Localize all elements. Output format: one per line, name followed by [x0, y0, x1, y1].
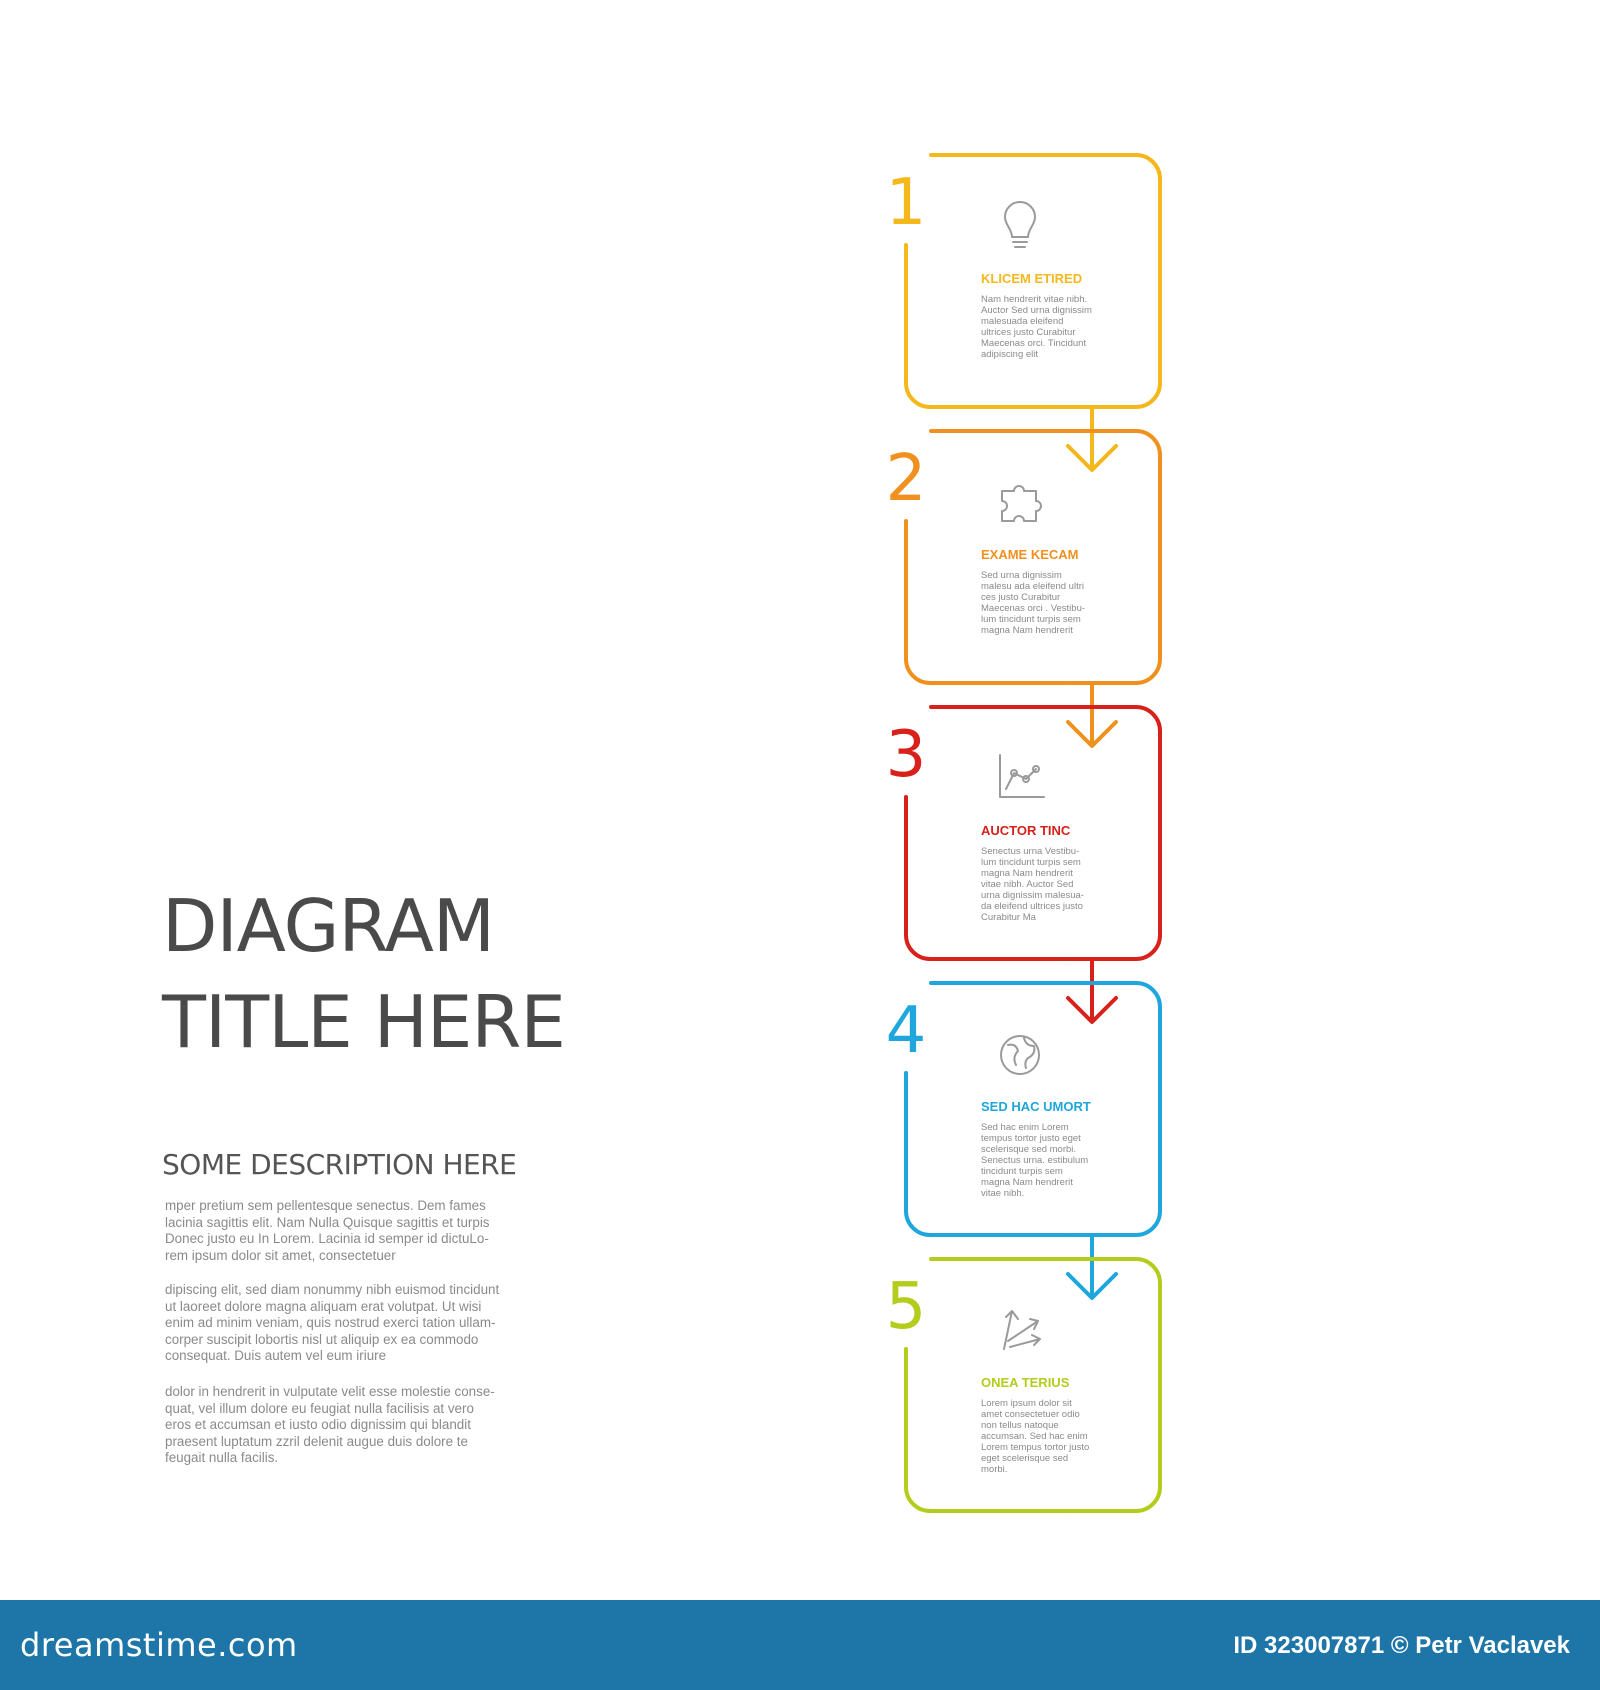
connector-arrow: [1065, 681, 1118, 748]
step-box-outline: [904, 981, 1162, 1237]
description-paragraph-2: dipiscing elit, sed diam nonummy nibh eu…: [165, 1282, 525, 1365]
step-body-line: malesu ada eleifend ultri: [981, 581, 1084, 592]
paragraph-line: quat, vel illum dolore eu feugiat nulla …: [165, 1400, 474, 1416]
paragraph-line: Donec justo eu In Lorem. Lacinia id semp…: [165, 1231, 489, 1246]
step-body-line: non tellus natoque: [981, 1420, 1059, 1431]
step-box-outline: [904, 1257, 1162, 1513]
paragraph-line: enim ad minim veniam, quis nostrud exerc…: [165, 1315, 496, 1330]
step-title: SED HAC UMORT: [981, 1099, 1091, 1114]
description-paragraph-3: dolor in hendrerit in vulputate velit es…: [165, 1384, 525, 1467]
step-body-line: amet consectetuer odio: [981, 1409, 1080, 1420]
step-body-line: da eleifend ultrices justo: [981, 901, 1083, 912]
arrows-icon: [1003, 1310, 1041, 1350]
step-body-line: tempus tortor justo eget: [981, 1133, 1081, 1144]
paragraph-line: lacinia sagittis elit. Nam Nulla Quisque…: [165, 1214, 490, 1230]
step-body-line: accumsan. Sed hac enim: [981, 1431, 1088, 1442]
paragraph-line: mper pretium sem pellentesque senectus. …: [165, 1198, 486, 1213]
paragraph-line: eros et accumsan et iusto odio dignissim…: [165, 1417, 471, 1432]
step-body-line: scelerisque sed morbi.: [981, 1144, 1076, 1155]
step-body-line: Senectus urna Vestibu-: [981, 846, 1079, 857]
paragraph-line: corper suscipit lobortis nisl ut aliquip…: [165, 1331, 479, 1347]
step-body-line: vitae nibh.: [981, 1188, 1024, 1199]
step-body-line: eget scelerisque sed: [981, 1453, 1068, 1464]
paragraph-line: dolor in hendrerit in vulputate velit es…: [165, 1384, 495, 1399]
title-line-2: TITLE HERE: [162, 980, 566, 1064]
step-body-line: morbi.: [981, 1464, 1007, 1475]
step-box-outline: [904, 153, 1162, 409]
chart-icon: [999, 754, 1045, 798]
step-body-line: magna Nam hendrerit: [981, 625, 1073, 636]
step-body-line: Lorem ipsum dolor sit: [981, 1398, 1072, 1409]
step-body-line: adipiscing elit: [981, 349, 1038, 360]
connector-arrow: [1065, 1233, 1118, 1300]
paragraph-line: consequat. Duis autem vel eum iriure: [165, 1348, 387, 1363]
connector-arrow: [1065, 405, 1118, 472]
step-body-line: magna Nam hendrerit: [981, 868, 1073, 879]
paragraph-line: praesent luptatum zzril delenit augue du…: [165, 1433, 468, 1449]
step-number: 4: [886, 994, 927, 1068]
step-body-line: Curabitur Ma: [981, 912, 1037, 923]
diagram-title: DIAGRAM TITLE HERE: [162, 878, 682, 1070]
step-body-line: vitae nibh. Auctor Sed: [981, 879, 1073, 890]
step-body-line: Maecenas orci. Tincidunt: [981, 338, 1086, 349]
lightbulb-icon: [1004, 201, 1036, 248]
description-paragraph-1: mper pretium sem pellentesque senectus. …: [165, 1198, 525, 1264]
step-body-line: Nam hendrerit vitae nibh.: [981, 294, 1087, 305]
footer-bar: dreamstime.com ID 323007871 © Petr Vacla…: [0, 1600, 1600, 1690]
step-body-line: lum tincidunt turpis sem: [981, 857, 1081, 868]
step-box-outline: [904, 429, 1162, 685]
step-number: 3: [886, 718, 927, 792]
step-body-line: magna Nam hendrerit: [981, 1177, 1073, 1188]
step-title: AUCTOR TINC: [981, 823, 1071, 838]
paragraph-line: rem ipsum dolor sit amet, consectetuer: [165, 1247, 396, 1263]
step-title: EXAME KECAM: [981, 547, 1079, 562]
paragraph-line: feugait nulla facilis.: [165, 1450, 279, 1465]
step-body-line: tincidunt turpis sem: [981, 1166, 1063, 1177]
globe-icon: [1000, 1035, 1040, 1075]
footer-brand: dreamstime.com: [20, 1626, 298, 1664]
step-body-line: Auctor Sed urna dignissim: [981, 305, 1092, 316]
step-body-line: Lorem tempus tortor justo: [981, 1442, 1089, 1453]
puzzle-icon: [1001, 485, 1042, 522]
paragraph-line: dipiscing elit, sed diam nonummy nibh eu…: [165, 1282, 500, 1297]
step-body-line: Sed urna dignissim: [981, 570, 1062, 581]
step-body-line: Maecenas orci . Vestibu-: [981, 603, 1085, 614]
step-body-line: malesuada eleifend: [981, 316, 1063, 327]
step-body-line: lum tincidunt turpis sem: [981, 614, 1081, 625]
step-number: 5: [886, 1270, 927, 1344]
connector-arrow: [1065, 957, 1118, 1024]
step-body-line: urna dignissim malesua-: [981, 890, 1084, 901]
step-title: ONEA TERIUS: [981, 1375, 1070, 1390]
step-title: KLICEM ETIRED: [981, 271, 1082, 286]
title-line-1: DIAGRAM: [162, 884, 495, 968]
step-number: 2: [886, 442, 927, 516]
step-body-line: ces justo Curabitur: [981, 592, 1060, 603]
step-body-line: Sed hac enim Lorem: [981, 1122, 1069, 1133]
step-number: 1: [886, 166, 927, 240]
step-body-line: ultrices justo Curabitur: [981, 327, 1076, 338]
paragraph-line: ut laoreet dolore magna aliquam erat vol…: [165, 1298, 482, 1314]
step-box-outline: [904, 705, 1162, 961]
description-heading: SOME DESCRIPTION HERE: [162, 1148, 517, 1181]
footer-credit: ID 323007871 © Petr Vaclavek: [1233, 1632, 1570, 1659]
step-body-line: Senectus urna. estibulum: [981, 1155, 1088, 1166]
